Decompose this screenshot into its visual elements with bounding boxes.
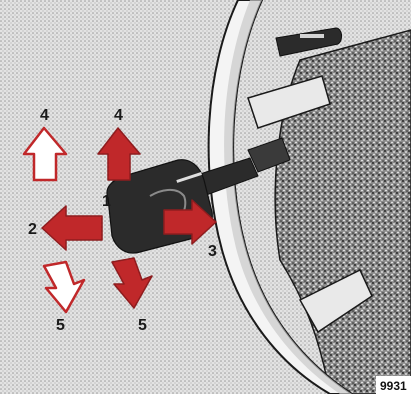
label-up-filled: 4	[114, 107, 123, 124]
label-right: 3	[208, 243, 217, 260]
label-down-filled: 5	[138, 317, 147, 334]
reference-number: 9931	[380, 379, 407, 393]
label-lever: 1	[102, 193, 111, 210]
label-left: 2	[28, 221, 37, 238]
upper-lever-markings	[300, 34, 324, 38]
label-up-outline: 4	[40, 107, 49, 124]
label-down-outline: 5	[56, 317, 65, 334]
